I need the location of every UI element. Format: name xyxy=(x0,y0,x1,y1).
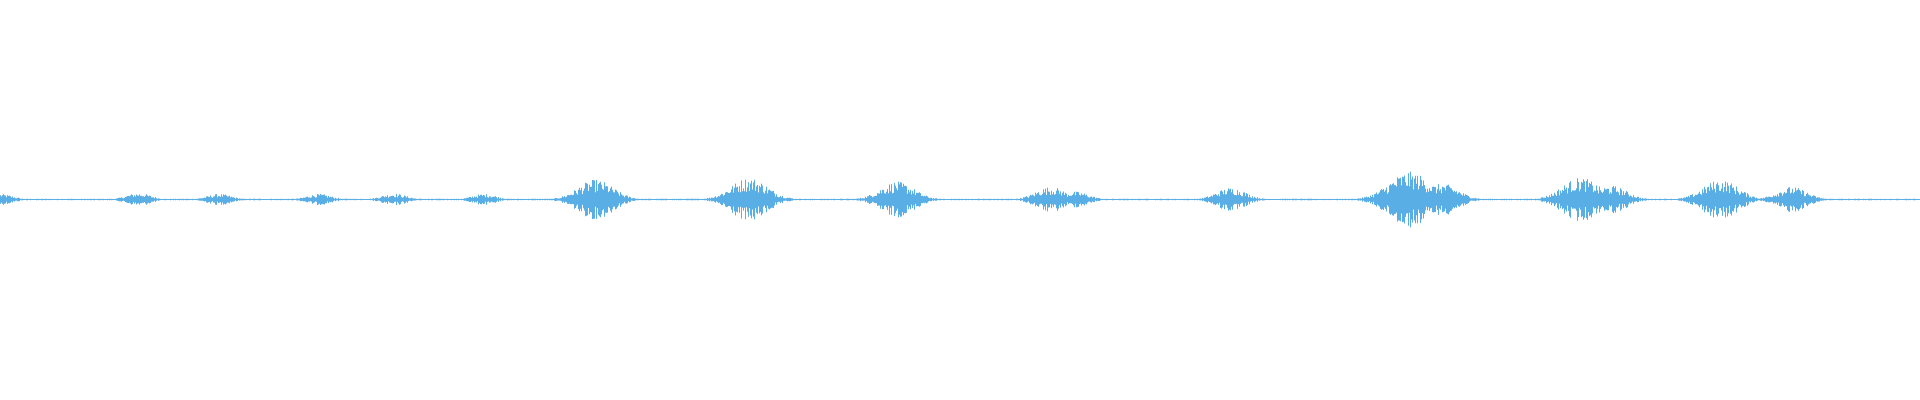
waveform-bars xyxy=(0,171,1920,228)
